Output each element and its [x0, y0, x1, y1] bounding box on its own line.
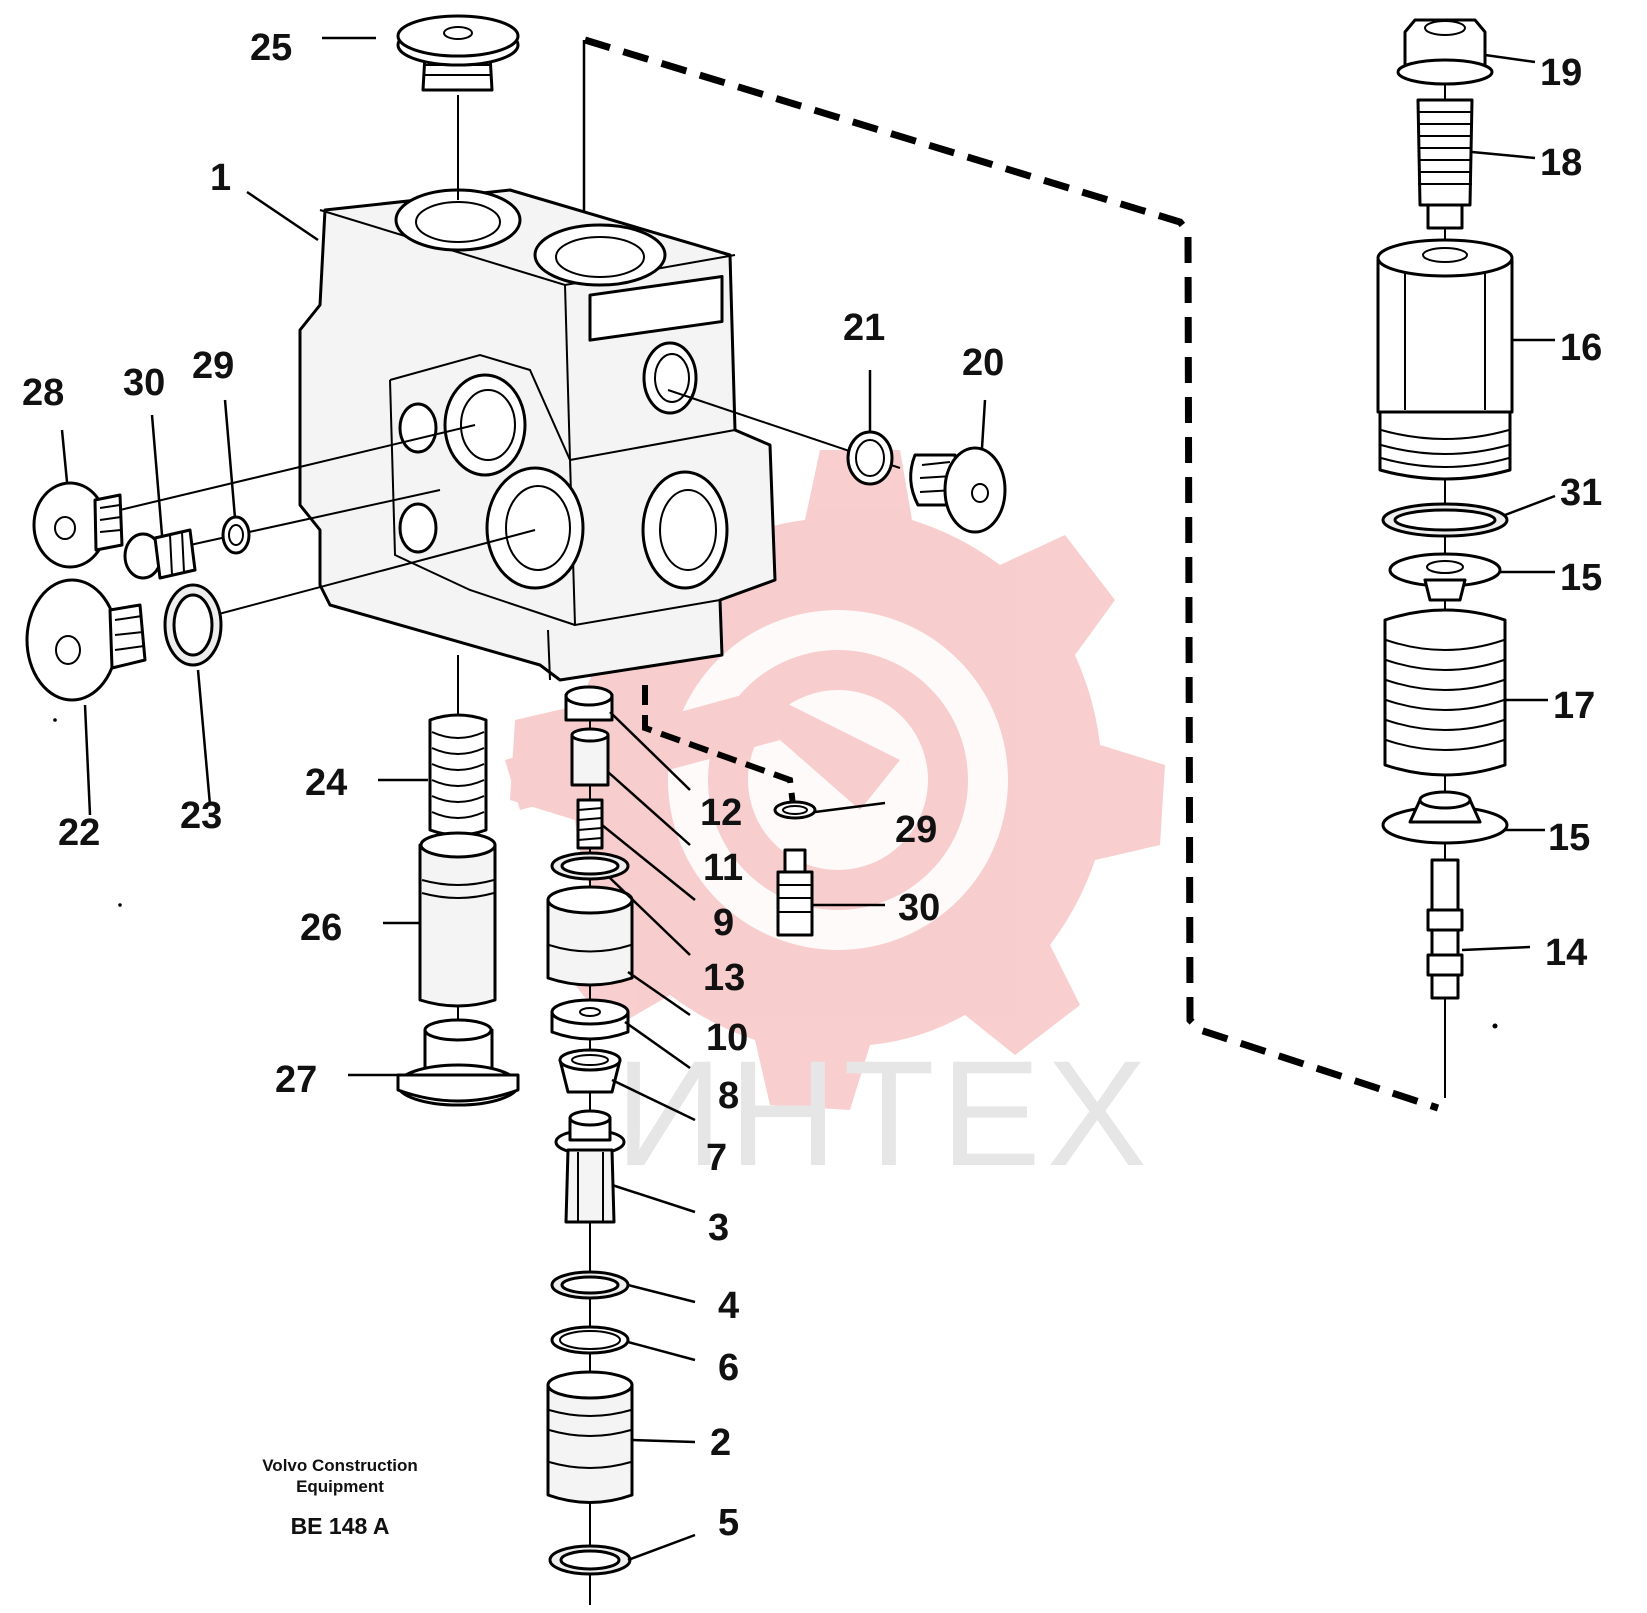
- label-3: 3: [708, 1207, 729, 1249]
- manufacturer-line-1: Volvo Construction: [262, 1456, 418, 1475]
- label-12: 12: [700, 792, 742, 834]
- valve-housing-part-1: [298, 188, 777, 682]
- scan-speck: [118, 903, 122, 907]
- label-21: 21: [843, 307, 885, 349]
- label-5: 5: [718, 1502, 739, 1544]
- leader-lines: [60, 36, 1556, 1562]
- label-30-left: 30: [123, 362, 165, 404]
- label-23: 23: [180, 795, 222, 837]
- label-28: 28: [22, 372, 64, 414]
- label-11: 11: [703, 847, 743, 889]
- label-20: 20: [962, 342, 1004, 384]
- dashed-assembly-line-lower: [642, 685, 796, 806]
- left-port-plugs: [25, 424, 536, 702]
- label-31: 31: [1560, 472, 1602, 514]
- label-17: 17: [1553, 685, 1595, 727]
- label-8: 8: [718, 1075, 739, 1117]
- label-1: 1: [210, 157, 231, 199]
- label-27: 27: [275, 1059, 317, 1101]
- label-16: 16: [1560, 327, 1602, 369]
- scan-speck: [1492, 1023, 1498, 1029]
- label-19: 19: [1540, 52, 1582, 94]
- label-29-left: 29: [192, 345, 234, 387]
- label-30-right: 30: [898, 887, 940, 929]
- label-15-upper: 15: [1560, 557, 1602, 599]
- label-6: 6: [718, 1347, 739, 1389]
- port-plug-part-20: [667, 389, 1007, 534]
- label-24: 24: [305, 762, 347, 804]
- label-29-right: 29: [895, 809, 937, 851]
- scan-speck: [53, 718, 57, 722]
- relief-valve-stack-right: [1376, 18, 1514, 1098]
- center-valve-stack: [546, 685, 634, 1605]
- top-plug-part-25: [396, 14, 520, 200]
- label-18: 18: [1540, 142, 1582, 184]
- drawing-caption: Volvo Construction Equipment BE 148 A: [230, 1455, 450, 1540]
- label-25: 25: [250, 27, 292, 69]
- label-14: 14: [1545, 932, 1587, 974]
- small-parts-29-30: [773, 800, 817, 937]
- part-number-labels: 25 1 28 30 29 22 23 24 26 27 12 11 9 13 …: [22, 27, 1602, 1544]
- spring-sleeve-stack-24-26-27: [396, 655, 520, 1107]
- drawing-code: BE 148 A: [290, 1513, 390, 1539]
- manufacturer-line-2: Equipment: [296, 1477, 384, 1496]
- label-9: 9: [713, 902, 734, 944]
- label-7: 7: [706, 1137, 727, 1179]
- label-13: 13: [703, 957, 745, 999]
- label-22: 22: [58, 812, 100, 854]
- label-15-lower: 15: [1548, 817, 1590, 859]
- label-4: 4: [718, 1285, 739, 1327]
- label-10: 10: [706, 1017, 748, 1059]
- watermark-text: ИНТЕХ: [615, 1029, 1153, 1197]
- label-26: 26: [300, 907, 342, 949]
- label-2: 2: [710, 1422, 731, 1464]
